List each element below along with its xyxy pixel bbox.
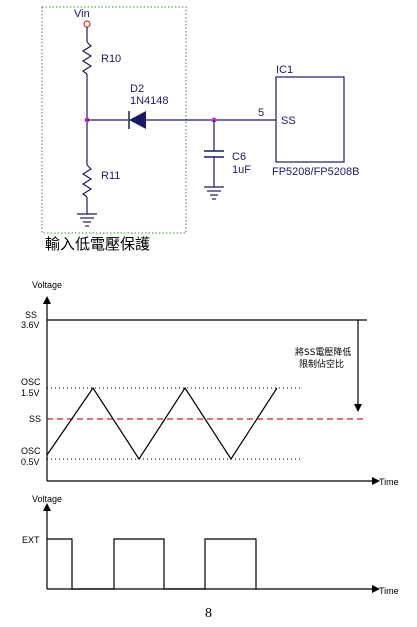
ic1-pin-label: SS: [281, 115, 296, 127]
r11-resistor: [81, 164, 93, 198]
circuit-caption: 輸入低電壓保護: [45, 235, 150, 253]
osc-high-label: OSC: [21, 377, 41, 387]
r10-label: R10: [101, 53, 121, 65]
ext-pulse-wave: [47, 538, 257, 590]
waveform-chart-2: Voltage Time EXT: [22, 494, 399, 596]
vin-terminal: [83, 20, 91, 28]
c6-ref-label: C6: [232, 151, 246, 163]
ground-symbol-right: [204, 186, 224, 200]
page-number: 8: [205, 606, 212, 621]
d2-ref-label: D2: [130, 83, 144, 95]
waveform-chart-1: Voltage Time SS 3.6V OSC 1.5V SS OSC 0.5…: [21, 280, 399, 487]
ic1-part-label: FP5208/FP5208B: [272, 166, 359, 178]
wf2-ylabel: Voltage: [32, 494, 62, 504]
osc-high-value: 1.5V: [21, 388, 40, 398]
ss-top-value: 3.6V: [21, 320, 40, 330]
vin-label: Vin: [74, 8, 90, 20]
ic1-ref-label: IC1: [276, 64, 293, 76]
c6-value-label: 1uF: [232, 164, 251, 176]
annotation-line1: 將SS電壓降低: [295, 346, 351, 358]
wf2-xlabel: Time: [379, 586, 399, 596]
wf1-ylabel: Voltage: [32, 280, 62, 290]
ground-symbol-left: [77, 213, 97, 227]
wf1-xlabel: Time: [379, 477, 399, 487]
osc-triangle-wave: [46, 386, 278, 461]
osc-low-label: OSC: [21, 446, 41, 456]
osc-low-value: 0.5V: [21, 457, 40, 467]
d2-part-label: 1N4148: [130, 95, 169, 107]
ss-label: SS: [29, 414, 41, 424]
r11-label: R11: [101, 170, 120, 182]
ss-top-label: SS: [25, 310, 37, 320]
ext-label: EXT: [22, 535, 40, 545]
circuit-diagram: Vin R10 R11 D2 1N4148 5: [41, 6, 359, 253]
ic1-box: [275, 76, 345, 163]
d2-diode: [128, 111, 146, 129]
pin-number-label: 5: [258, 107, 264, 119]
annotation-line2: 限制佔空比: [299, 358, 344, 370]
r10-resistor: [81, 41, 93, 75]
